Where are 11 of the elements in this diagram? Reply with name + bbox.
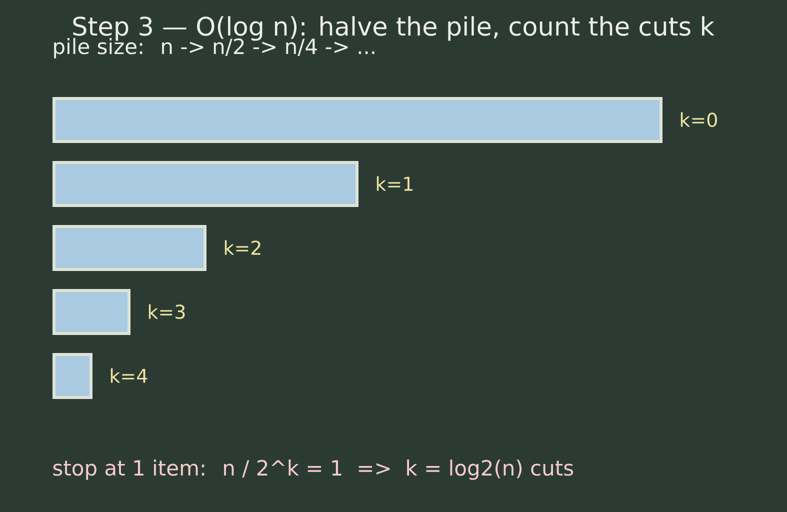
- bar: [52, 225, 206, 271]
- bar-label: k=0: [680, 112, 717, 127]
- bar-label: k=1: [376, 176, 412, 191]
- bar-label: k=4: [110, 368, 148, 383]
- note-text: stop at 1 item: n / 2^k = 1 => k = log2(n) cuts: [53, 460, 574, 480]
- bar-label: k=3: [148, 304, 185, 319]
- bar: [52, 289, 130, 335]
- bar-label: k=2: [224, 240, 260, 255]
- bar: [52, 97, 662, 143]
- bar: [52, 353, 92, 399]
- bar: [52, 161, 358, 207]
